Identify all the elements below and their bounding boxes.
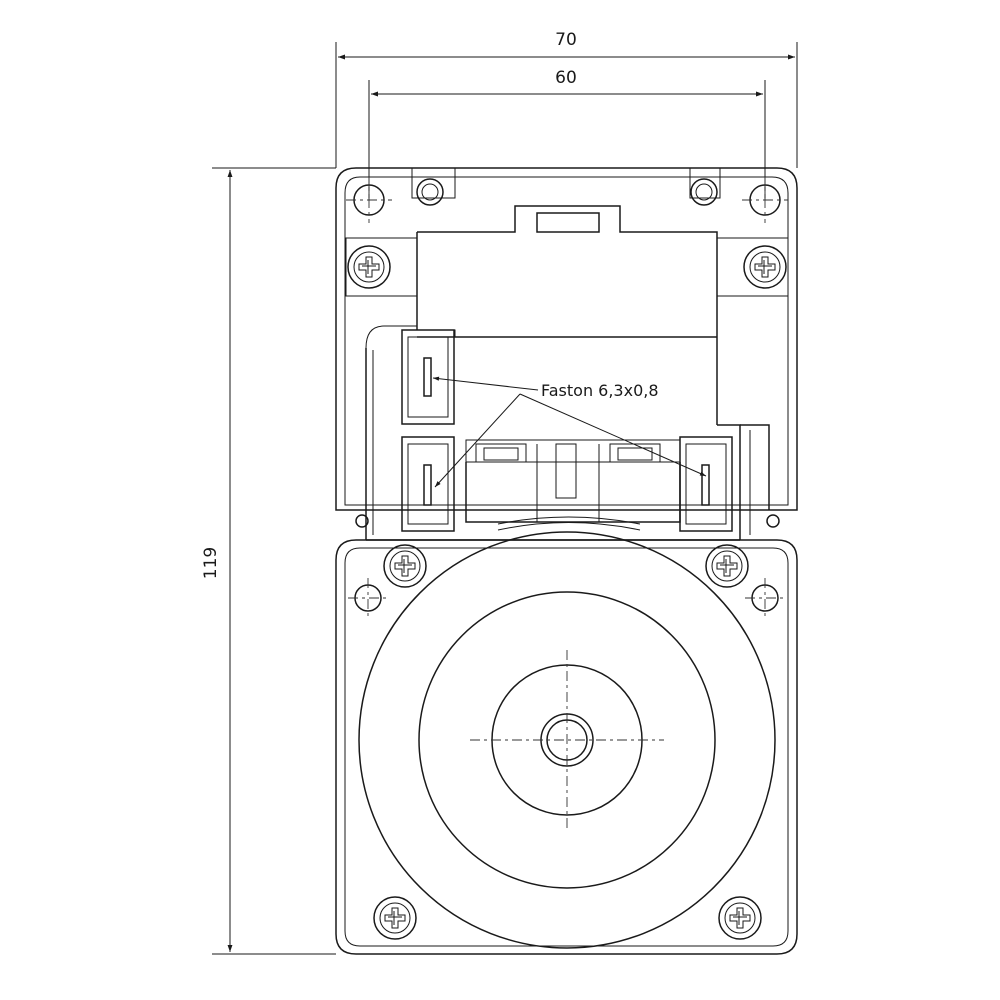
faston-terminals	[401, 329, 733, 532]
screw-icon	[373, 896, 417, 940]
screw-icon	[743, 245, 787, 289]
faston-callout-label: Faston 6,3x0,8	[541, 381, 659, 400]
gearbox-plate	[335, 167, 798, 511]
faston-terminal-1	[401, 329, 455, 425]
motor-body	[358, 531, 776, 949]
housing-pins	[355, 514, 780, 528]
dimension-hole-spacing-60: 60	[368, 68, 766, 200]
dim-70-label: 70	[555, 30, 577, 50]
dim-60-label: 60	[555, 68, 577, 88]
screw-icon	[718, 896, 762, 940]
motor-flange	[335, 539, 798, 955]
screw-icon	[347, 245, 391, 289]
dim-119-label: 119	[201, 547, 221, 579]
faston-terminal-2	[401, 436, 455, 532]
faston-callout: Faston 6,3x0,8	[432, 376, 707, 488]
plate-mounting-holes	[346, 177, 788, 223]
faston-terminal-3	[679, 436, 733, 532]
plate-screws	[345, 237, 789, 297]
flange-holes	[348, 578, 785, 618]
screw-icon	[383, 544, 427, 588]
screw-icon	[705, 544, 749, 588]
dimension-height-119: 119	[201, 167, 336, 955]
dimension-width-70: 70	[335, 30, 798, 168]
flange-screws	[373, 544, 762, 940]
